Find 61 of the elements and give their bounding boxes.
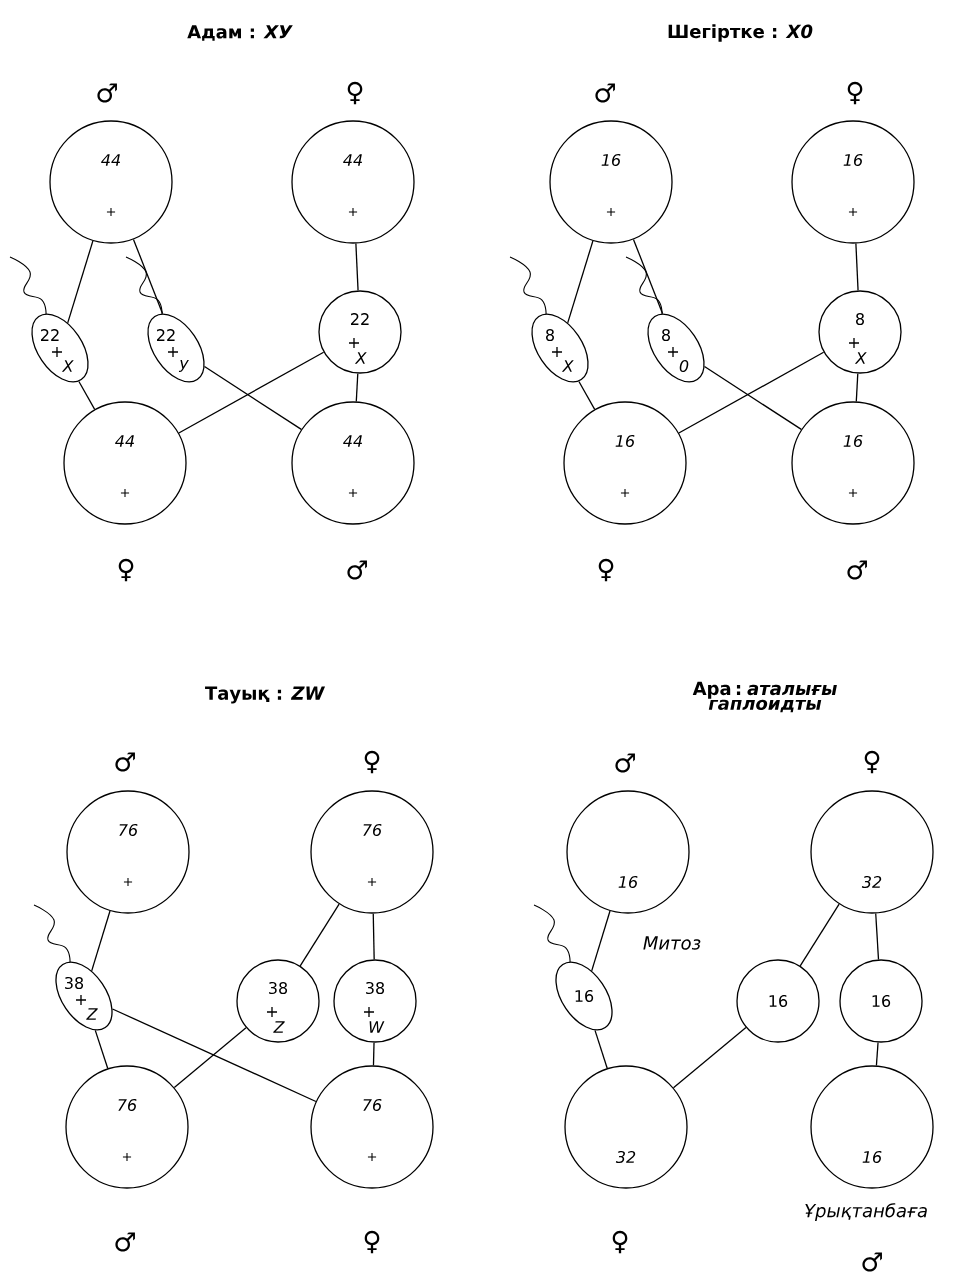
sperm-cell: 22 + у — [125, 256, 205, 383]
connector-line — [355, 372, 359, 403]
panel-title: Шегіртке : X0 — [668, 24, 813, 42]
sperm-cell: 8 + 0 — [625, 256, 705, 383]
connector-line — [372, 1042, 375, 1067]
connector-line — [299, 903, 340, 967]
connector-line — [67, 240, 94, 324]
sperm-cell: 22 + X — [9, 256, 89, 383]
connector-line — [678, 351, 825, 434]
connector-line — [94, 1029, 109, 1070]
connector-line — [91, 910, 111, 972]
sperm-cell: 8 + X — [509, 256, 589, 383]
sex-symbol: ♂ — [595, 83, 615, 103]
connector-line — [855, 372, 859, 403]
connector-line — [703, 365, 802, 431]
connector-line — [875, 1041, 879, 1067]
connector-line — [132, 238, 164, 315]
egg-cell: 22 + X — [318, 290, 402, 374]
connector-line — [203, 365, 302, 431]
connector-line — [594, 1029, 608, 1069]
connector-line — [578, 380, 596, 410]
sperm-cell: 38 + Z — [33, 904, 113, 1031]
connector-line — [799, 903, 840, 967]
sex-symbol: ♂ — [115, 1232, 135, 1252]
egg-cell: 38 + W — [333, 959, 417, 1043]
sex-symbol: ♂ — [115, 752, 135, 772]
sex-symbol: ♀ — [864, 750, 880, 774]
connector-line — [632, 238, 664, 315]
sex-symbol: ♀ — [847, 81, 863, 105]
sex-symbol: ♂ — [97, 83, 117, 103]
panel-title: Тауық : ZW — [205, 686, 326, 704]
sex-symbol: ♀ — [364, 750, 380, 774]
egg-cell: 38 + Z — [236, 959, 320, 1043]
connector-line — [875, 912, 880, 961]
sex-symbol: ♂ — [615, 753, 635, 773]
connector-line — [178, 351, 325, 434]
connector-line — [372, 913, 375, 960]
connector-line — [173, 1027, 247, 1089]
sex-symbol: ♂ — [347, 560, 367, 580]
connector-line — [567, 240, 594, 324]
sex-symbol: ♀ — [598, 558, 614, 582]
sex-symbol: ♀ — [364, 1230, 380, 1254]
connector-line — [78, 380, 96, 410]
egg-cell: 16 — [736, 959, 820, 1043]
connector-line — [591, 910, 611, 972]
sperm-cell: 16 — [533, 904, 613, 1031]
sex-symbol: ♂ — [862, 1252, 882, 1272]
connector-line — [355, 242, 359, 292]
egg-cell: 16 — [839, 959, 923, 1043]
connector-line — [855, 242, 859, 292]
caption-text: Ұрықтанбаға — [805, 1203, 927, 1221]
sex-symbol: ♀ — [347, 81, 363, 105]
connector-line — [111, 1008, 317, 1103]
edge-label: Митоз — [641, 935, 703, 951]
egg-cell: 8 + X — [818, 290, 902, 374]
sex-symbol: ♀ — [612, 1230, 628, 1254]
sex-symbol: ♂ — [847, 560, 867, 580]
sex-symbol: ♀ — [118, 558, 134, 582]
panel-title: Ара : аталығы гаплоидты — [692, 681, 837, 713]
connector-line — [672, 1026, 747, 1089]
panel-title: Адам : XУ — [187, 25, 293, 41]
